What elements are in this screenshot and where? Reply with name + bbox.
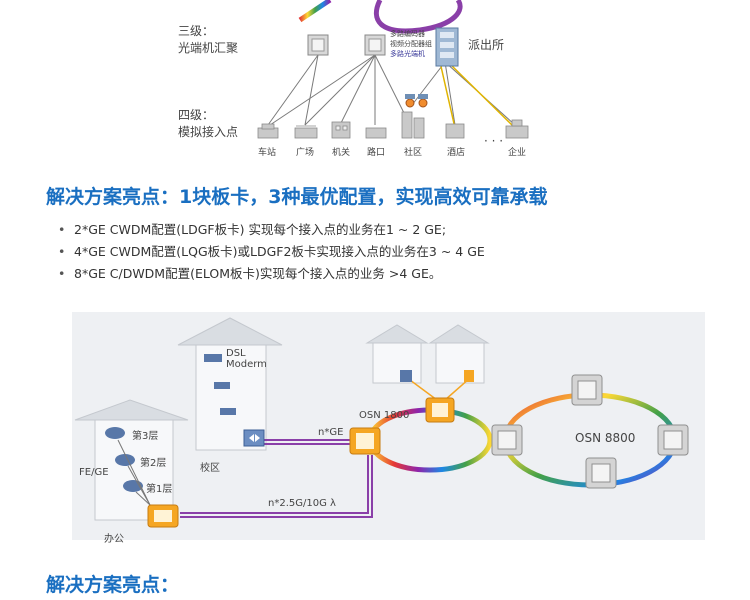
dsl-label-line1: DSL [226, 348, 246, 359]
intersection-icon [365, 127, 387, 139]
bullet-item: 2*GE CWDM配置(LDGF板卡) 实现每个接入点的业务在1 ~ 2 GE; [58, 219, 738, 241]
device-label-transceiver: 多路光端机 [390, 50, 425, 58]
ellipsis-dots: · · · [484, 134, 504, 148]
osn8800-label: OSN 8800 [575, 431, 636, 445]
police-station-rack-icon [435, 27, 459, 67]
osn1800-node-top [425, 397, 455, 423]
osn8800-node-top [571, 374, 603, 406]
home-device-icon-2 [464, 370, 474, 382]
square-icon [294, 125, 318, 139]
police-station-label: 派出所 [468, 38, 505, 52]
site-label-hotel: 酒店 [447, 148, 466, 158]
device-label-distributor: 视频分配器组 [390, 40, 432, 48]
router-icon-floor2 [115, 454, 135, 466]
router-icon-floor1 [123, 480, 143, 492]
level4-title: 四级： [178, 108, 215, 122]
home-building-1 [365, 324, 429, 384]
level4-subtitle: 模拟接入点 [178, 125, 239, 139]
dsl-modem-icon-2 [214, 382, 230, 389]
access-topology-diagram [257, 0, 529, 139]
office-building [74, 399, 189, 521]
optical-transceiver-1 [307, 34, 329, 56]
link-n25g-label: n*2.5G/10G λ [268, 498, 336, 509]
site-label-square: 广场 [296, 148, 315, 158]
home-building-2 [428, 324, 490, 384]
campus-label: 校区 [200, 463, 220, 474]
bullet-item: 8*GE C/DWDM配置(ELOM板卡)实现每个接入点的业务 >4 GE。 [58, 263, 738, 285]
device-label-encoder: 多路编码器 [390, 30, 425, 38]
office-uplinks [117, 439, 151, 506]
dsl-modem-icon-1 [204, 354, 222, 362]
switch-icon [243, 429, 265, 447]
yellow-links [439, 61, 516, 129]
fe-ge-label: FE/GE [79, 467, 109, 478]
osn8800-node-right [657, 424, 689, 456]
dsl-modem-icon-3 [220, 408, 236, 415]
osn1800-label: OSN 1800 [359, 410, 410, 421]
section2-heading: 解决方案亮点： [46, 574, 180, 596]
level3-subtitle: 光端机汇聚 [178, 41, 239, 55]
floor1-label: 第1层 [146, 484, 173, 495]
optical-transceiver-2 [364, 34, 386, 56]
osn1800-node-left [349, 427, 381, 455]
router-icon-floor3 [105, 427, 125, 439]
dsl-label-line2: Moderm [226, 359, 267, 370]
link-nge-label: n*GE [318, 427, 344, 438]
purple-links [180, 439, 373, 518]
osn8800-node-shared [491, 424, 523, 456]
camera-icons [405, 94, 428, 108]
station-icon [257, 123, 279, 139]
purple-fiber-ring [373, 0, 463, 34]
rainbow-fiber-link [298, 0, 332, 23]
hotel-icon [445, 123, 465, 139]
government-building-icon [331, 121, 351, 139]
site-label-community: 社区 [404, 148, 423, 158]
bullet-item: 4*GE CWDM配置(LQG板卡)或LDGF2板卡实现接入点的业务在3 ~ 4… [58, 241, 738, 263]
floor3-label: 第3层 [132, 431, 159, 442]
floor2-label: 第2层 [140, 458, 167, 469]
community-icon [401, 111, 425, 139]
site-label-government: 机关 [332, 148, 351, 158]
site-label-station: 车站 [258, 148, 277, 158]
section1-heading: 解决方案亮点：1块板卡，3种最优配置，实现高效可靠承载 [46, 186, 548, 208]
config-bullet-list: 2*GE CWDM配置(LDGF板卡) 实现每个接入点的业务在1 ~ 2 GE;… [58, 219, 738, 285]
site-label-intersection: 路口 [367, 148, 386, 158]
osn8800-node-bottom [585, 457, 617, 489]
office-osn-node [147, 504, 179, 528]
home-device-icon-1 [400, 370, 412, 382]
level3-title: 三级： [178, 24, 215, 38]
site-label-enterprise: 企业 [508, 148, 527, 158]
connection-lines [267, 54, 516, 126]
office-label: 办公 [104, 534, 124, 545]
enterprise-icon [505, 119, 529, 139]
